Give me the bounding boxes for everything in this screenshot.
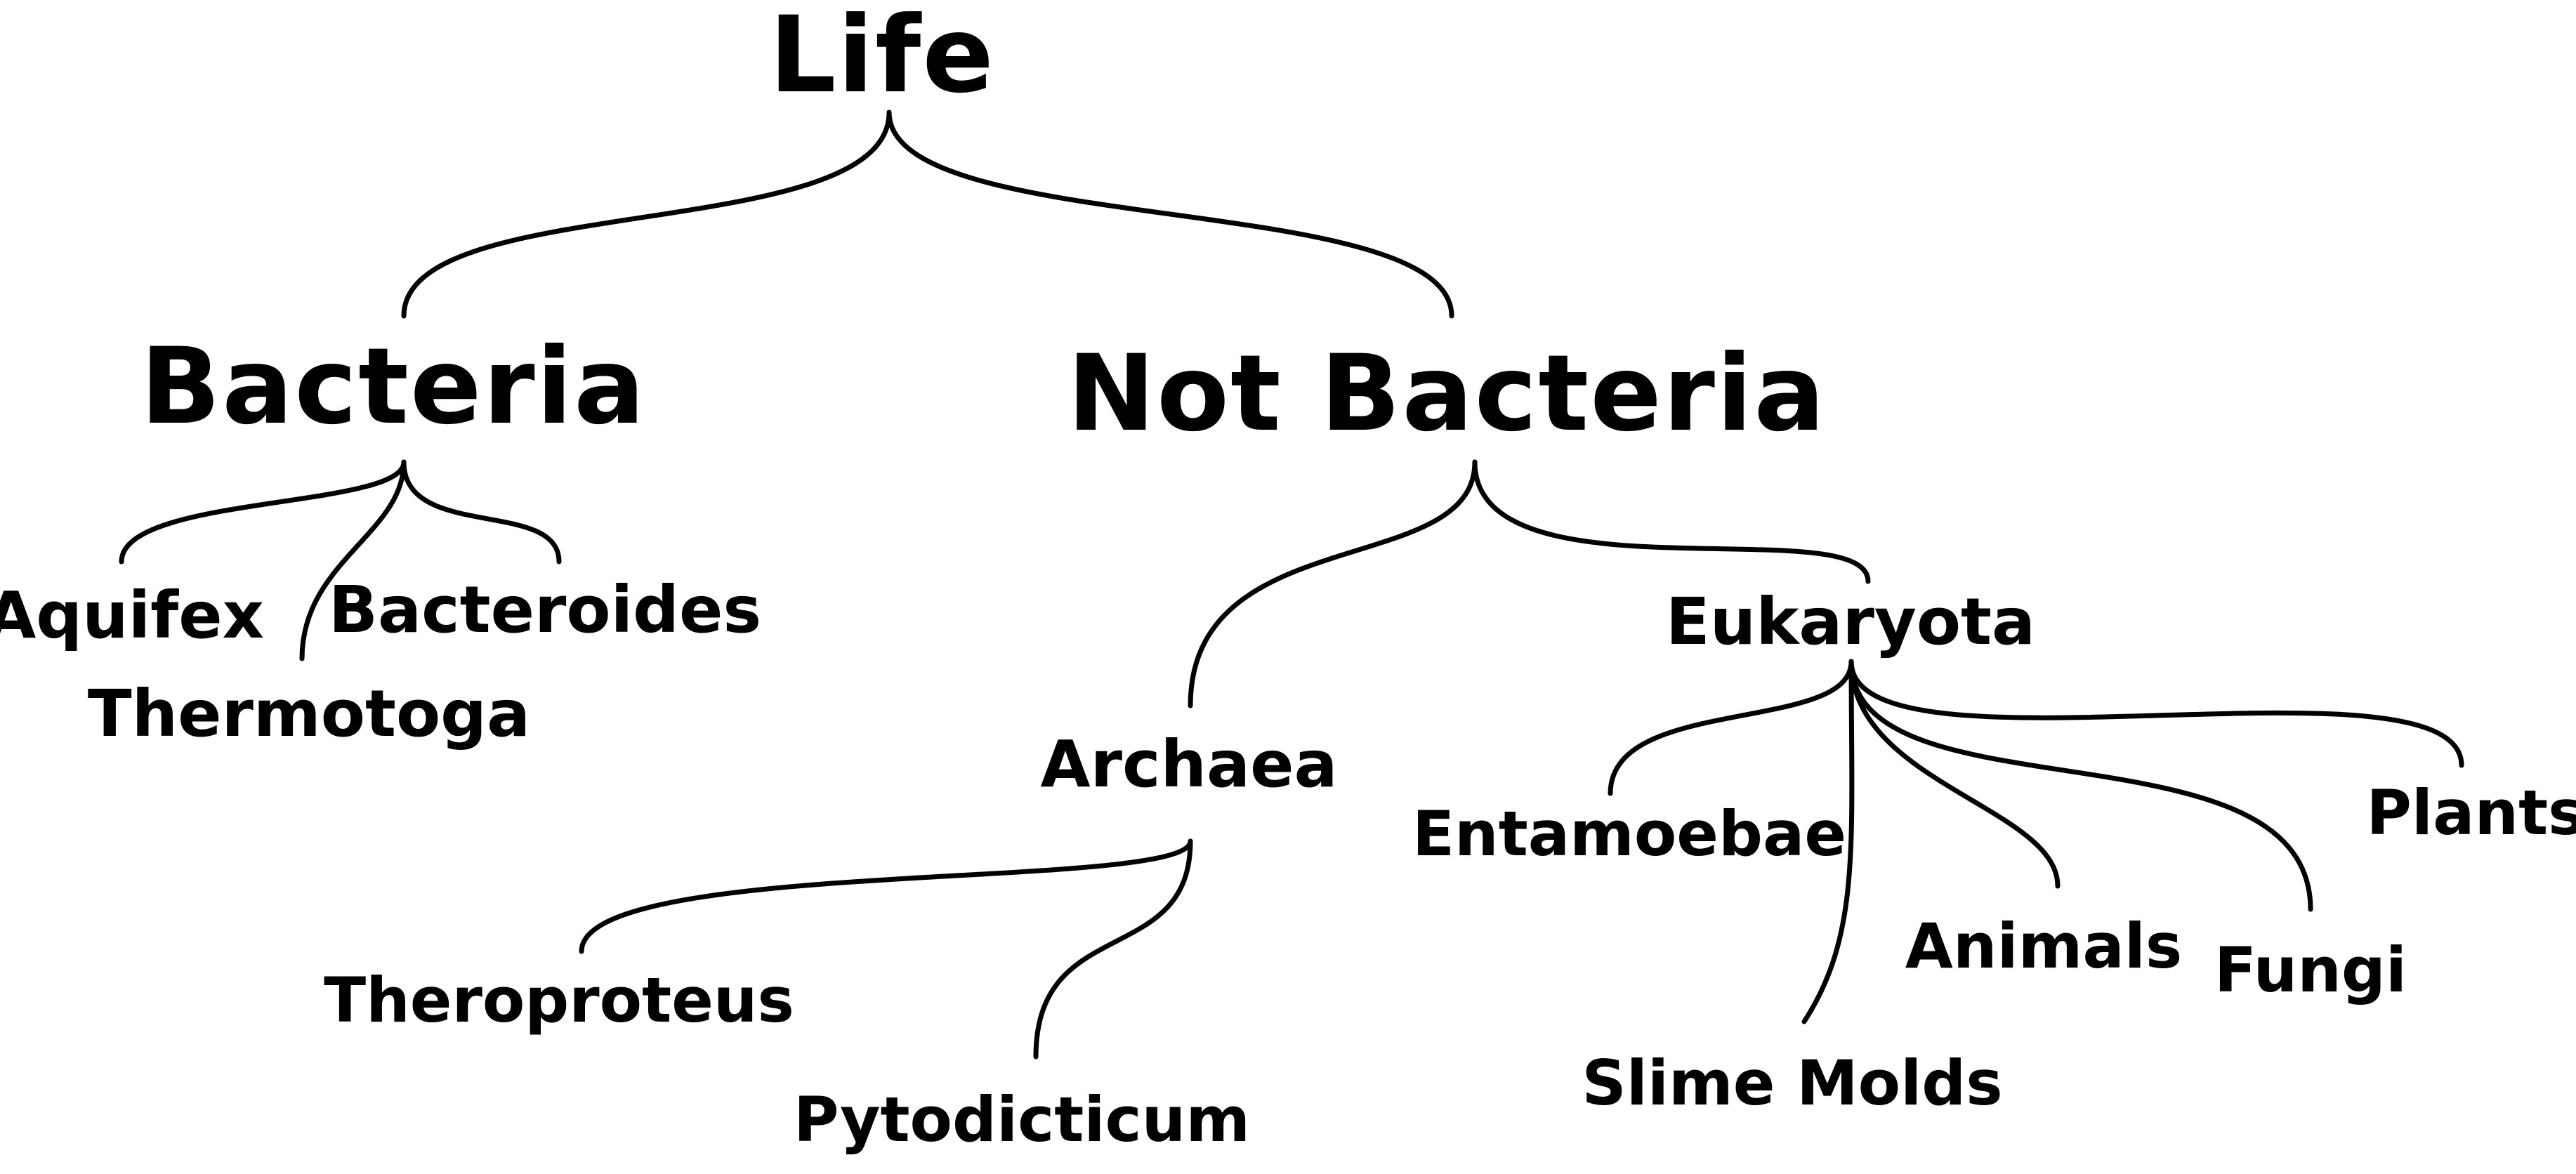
- node-not-bacteria: Not Bacteria: [1067, 333, 1826, 455]
- branch-eukaryota-to-entamoebae: [1608, 659, 1854, 796]
- node-entamoebae: Entamoebae: [1412, 798, 1846, 870]
- branch-bacteria-to-thermotoga: [299, 459, 407, 661]
- branch-bacteria-to-aquifex: [119, 459, 407, 565]
- node-archaea: Archaea: [1040, 727, 1337, 802]
- node-eukaryota: Eukaryota: [1666, 584, 2035, 659]
- branch-bacteria-to-bacteroides: [401, 459, 562, 565]
- branch-not-bacteria-to-archaea: [1188, 459, 1478, 708]
- node-aquifex: Aquifex: [0, 578, 264, 653]
- branch-life-to-bacteria: [401, 110, 892, 319]
- node-life: Life: [769, 0, 995, 117]
- node-thermotoga: Thermotoga: [88, 676, 530, 751]
- branch-eukaryota-to-slime-molds: [1801, 659, 1855, 1024]
- branch-not-bacteria-to-eukaryota: [1472, 459, 1871, 584]
- node-slime-molds: Slime Molds: [1582, 1047, 2002, 1119]
- branch-eukaryota-to-fungi: [1848, 659, 2313, 912]
- node-bacteroides: Bacteroides: [329, 572, 761, 647]
- node-plants: Plants: [2366, 777, 2576, 849]
- branch-eukaryota-to-plants: [1848, 659, 2464, 768]
- node-bacteria: Bacteria: [140, 326, 647, 448]
- node-fungi: Fungi: [2214, 934, 2407, 1006]
- branch-life-to-not-bacteria: [886, 110, 1454, 319]
- branch-eukaryota-to-animals: [1848, 659, 2061, 889]
- branch-archaea-to-theroproteus: [579, 838, 1193, 954]
- node-pytodicticum: Pytodicticum: [794, 1083, 1250, 1156]
- node-theroproteus: Theroproteus: [324, 964, 794, 1036]
- branch-archaea-to-pytodicticum: [1033, 838, 1193, 1060]
- branches: [119, 110, 2464, 1060]
- node-animals: Animals: [1905, 910, 2183, 982]
